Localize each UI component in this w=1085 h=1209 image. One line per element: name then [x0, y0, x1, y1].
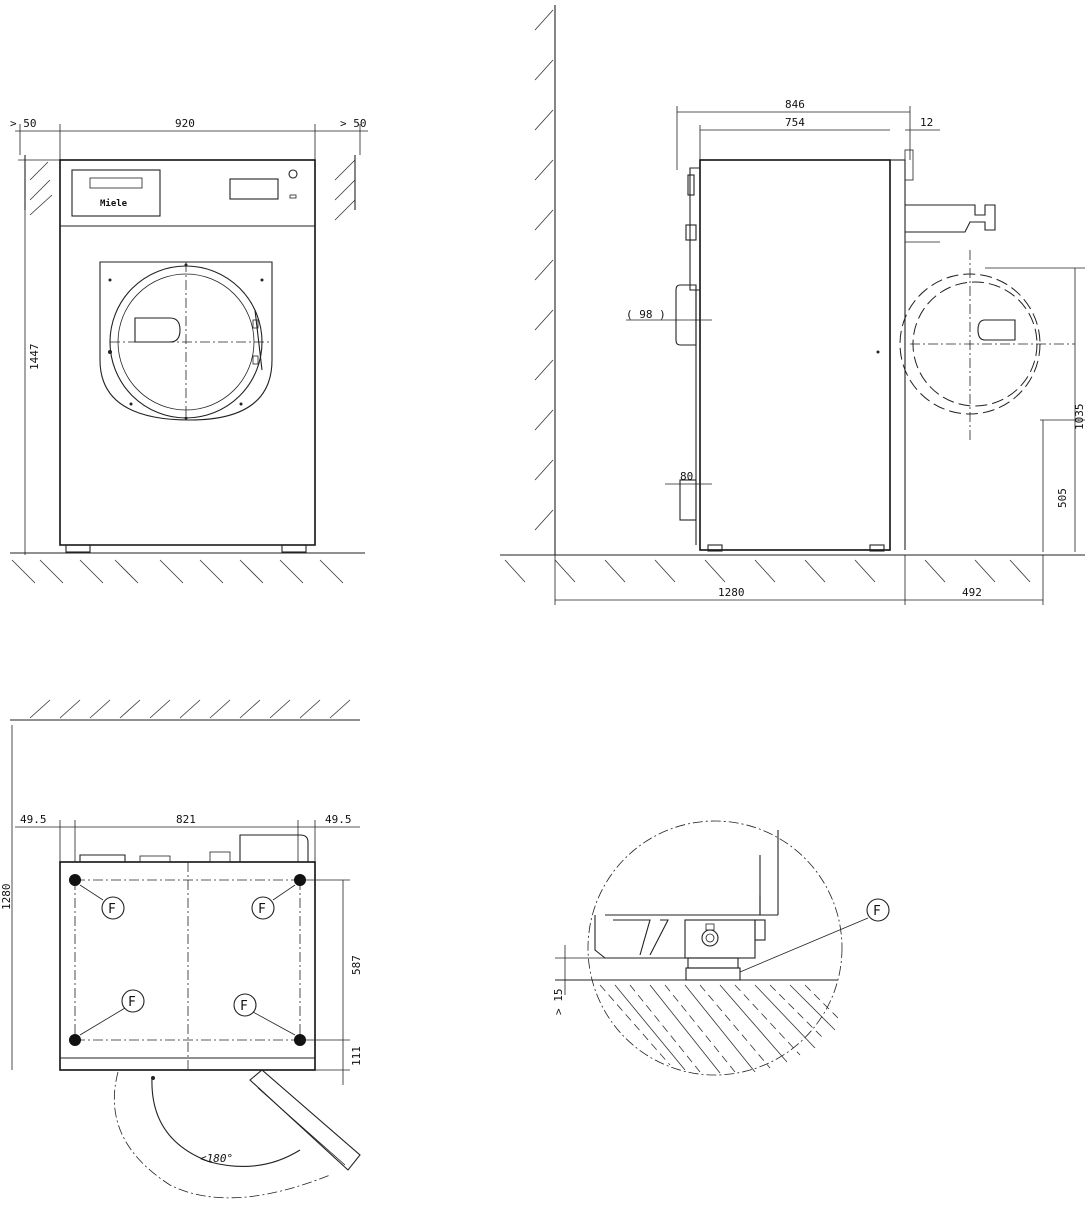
side-floor-depth: 1280 [718, 586, 745, 599]
top-foot-front-offset: 111 [350, 1046, 363, 1066]
brand-logo: Miele [100, 198, 128, 209]
top-clearance-right: 49.5 [325, 813, 352, 826]
side-door-top-height: 1035 [1073, 404, 1085, 431]
top-foot-spacing-depth: 587 [350, 955, 363, 975]
side-lower-offset: 80 [680, 470, 693, 483]
side-rear-offset: 12 [920, 116, 933, 129]
front-view: > 50 920 > 50 1447 Miele [10, 117, 368, 584]
side-overall-depth: 846 [785, 98, 805, 111]
top-foot-spacing-width: 821 [176, 813, 196, 826]
front-clearance-left: > 50 [10, 117, 37, 130]
side-door-swing-depth: 492 [962, 586, 982, 599]
detail-foot-label: F [873, 904, 881, 919]
top-clearance-left: 49.5 [20, 813, 47, 826]
side-body-depth: 754 [785, 116, 805, 129]
detail-view: F > 15 [552, 820, 890, 1076]
side-door-center-height: 505 [1056, 488, 1069, 508]
detail-floor-clearance: > 15 [552, 989, 565, 1016]
front-height: 1447 [28, 344, 41, 371]
top-door-angle: <180° [200, 1152, 233, 1165]
front-width: 920 [175, 117, 195, 130]
side-view: 846 754 12 ( 98 ) 80 505 1 [500, 5, 1085, 605]
top-foot-label-3: F [128, 995, 136, 1010]
top-foot-label-4: F [240, 999, 248, 1014]
top-foot-label-2: F [258, 902, 266, 917]
front-clearance-right: > 50 [340, 117, 367, 130]
side-door-projection: ( 98 ) [626, 308, 666, 321]
top-depth: 1280 [0, 884, 13, 911]
top-view: 49.5 821 49.5 1280 F F F [0, 699, 363, 1199]
top-foot-label-1: F [108, 902, 116, 917]
